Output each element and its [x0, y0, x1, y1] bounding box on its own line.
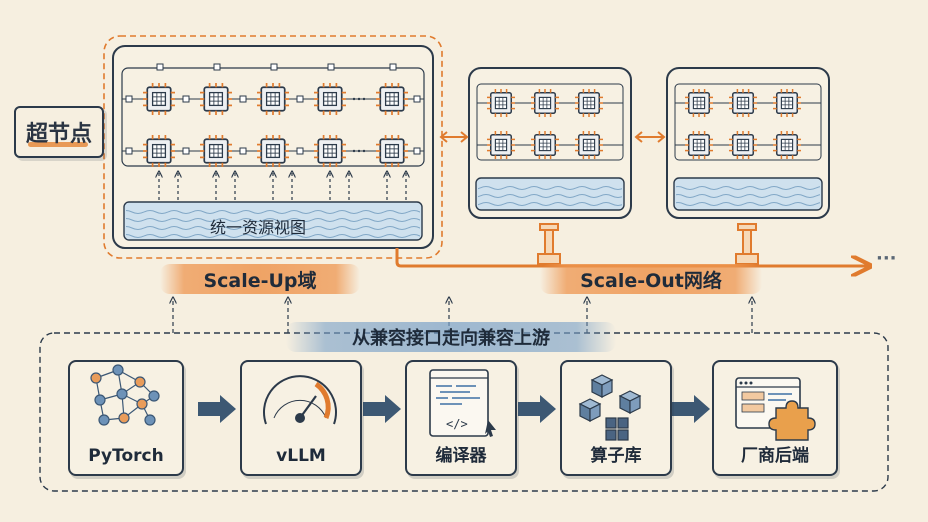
interconnect-arrows	[439, 131, 666, 143]
supernode-title: 超节点	[25, 122, 92, 147]
stack-card-vendor-backend: 厂商后端	[712, 360, 838, 476]
stack-card-operator-lib: 算子库	[560, 360, 672, 476]
stack-label-compiler: 编译器	[435, 446, 487, 466]
title-underline	[28, 142, 88, 147]
scale-out-label: Scale-Out网络	[540, 264, 762, 294]
stack-label-operator-lib: 算子库	[590, 446, 642, 466]
unified-pool-label: 统一资源视图	[210, 218, 307, 237]
continuation-ellipsis: ···	[876, 248, 897, 269]
stack-card-compiler: 编译器	[405, 360, 517, 476]
stack-label-vllm: vLLM	[276, 446, 326, 466]
scale-out-line	[395, 248, 868, 266]
upstream-banner: 从兼容接口走向兼容上游	[286, 322, 616, 352]
stack-card-pytorch: PyTorch	[68, 360, 184, 476]
stack-flow-arrows	[198, 395, 710, 423]
stack-label-vendor-backend: 厂商后端	[741, 446, 809, 466]
supernode-boundary	[103, 35, 443, 259]
stack-card-vllm: vLLM	[240, 360, 362, 476]
scale-up-label: Scale-Up域	[160, 264, 360, 294]
upward-links	[173, 298, 752, 333]
node-connectors	[537, 223, 759, 265]
supernode-title-box: 超节点	[14, 106, 104, 158]
stack-label-pytorch: PyTorch	[88, 446, 164, 466]
